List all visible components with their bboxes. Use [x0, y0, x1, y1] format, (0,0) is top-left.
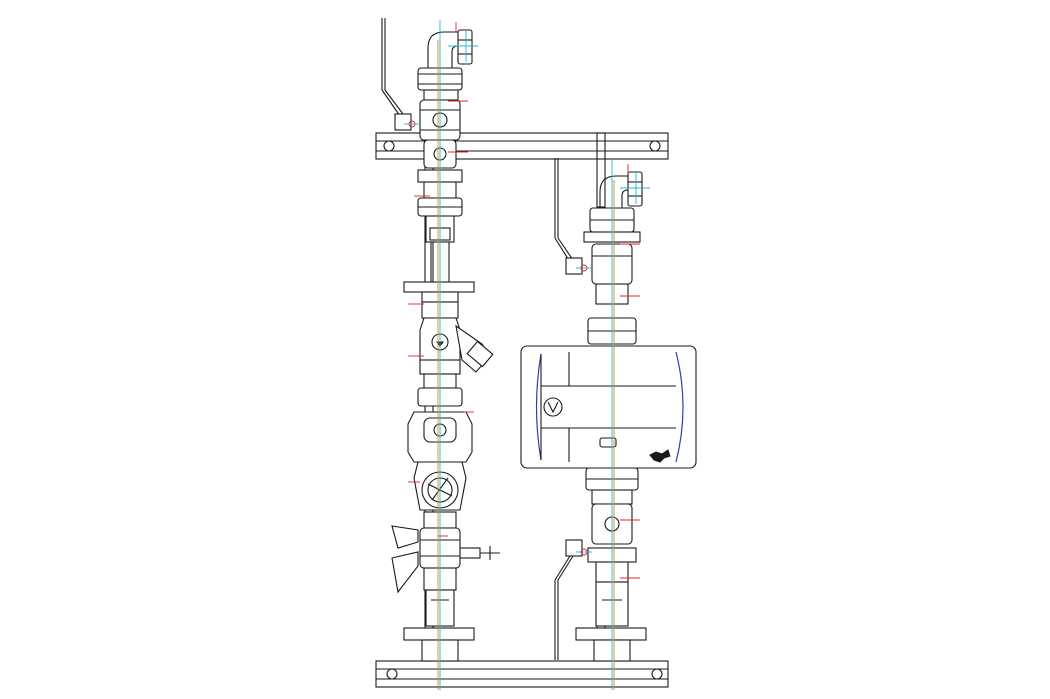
dimension-ticks [408, 22, 640, 579]
circulation-pump [520, 345, 697, 469]
running-animal-logo-icon [649, 449, 671, 463]
left-pipe-line [381, 18, 500, 662]
check-v-logo-icon [543, 397, 563, 417]
bottom-mounting-bracket [375, 660, 669, 688]
centerlines [404, 20, 650, 690]
